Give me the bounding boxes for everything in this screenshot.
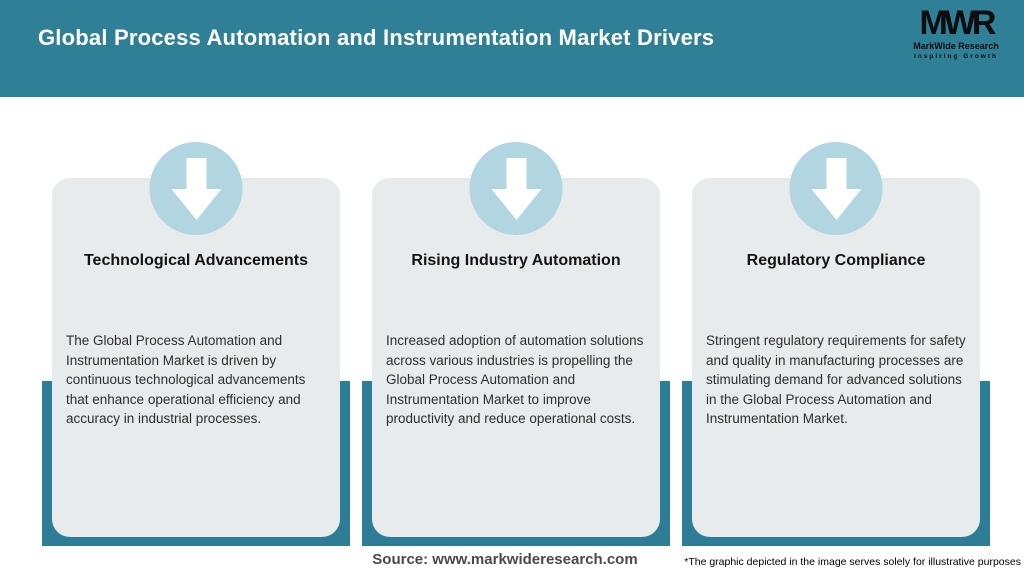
header-bar: Global Process Automation and Instrument… — [0, 0, 1024, 97]
driver-card-technological-advancements: Technological Advancements The Global Pr… — [42, 0, 350, 576]
driver-card-regulatory-compliance: Regulatory Compliance Stringent regulato… — [682, 0, 990, 576]
card-description: The Global Process Automation and Instru… — [66, 333, 306, 426]
page-title: Global Process Automation and Instrument… — [38, 25, 715, 50]
card-title: Rising Industry Automation — [411, 252, 621, 269]
logo-name: MarkWide Research — [913, 41, 999, 51]
disclaimer-text: *The graphic depicted in the image serve… — [684, 556, 1021, 568]
down-arrow-icon — [149, 142, 243, 235]
card-body: Technological Advancements The Global Pr… — [52, 178, 340, 537]
card-body: Rising Industry Automation Increased ado… — [372, 178, 660, 537]
markwide-research-logo: MWR MarkWide Research Inspiring Growth — [904, 6, 1008, 60]
driver-card-rising-industry-automation: Rising Industry Automation Increased ado… — [362, 0, 670, 576]
card-body: Regulatory Compliance Stringent regulato… — [692, 178, 980, 537]
down-arrow-icon — [789, 142, 883, 235]
card-title: Technological Advancements — [83, 252, 309, 269]
logo-monogram: MWR — [919, 4, 997, 42]
card-title: Regulatory Compliance — [746, 252, 926, 269]
card-description: Stringent regulatory requirements for sa… — [706, 333, 966, 426]
logo-tagline: Inspiring Growth — [914, 53, 998, 60]
card-description: Increased adoption of automation solutio… — [386, 333, 644, 426]
source-text: Source: www.markwideresearch.com — [372, 551, 638, 568]
down-arrow-icon — [469, 142, 563, 235]
